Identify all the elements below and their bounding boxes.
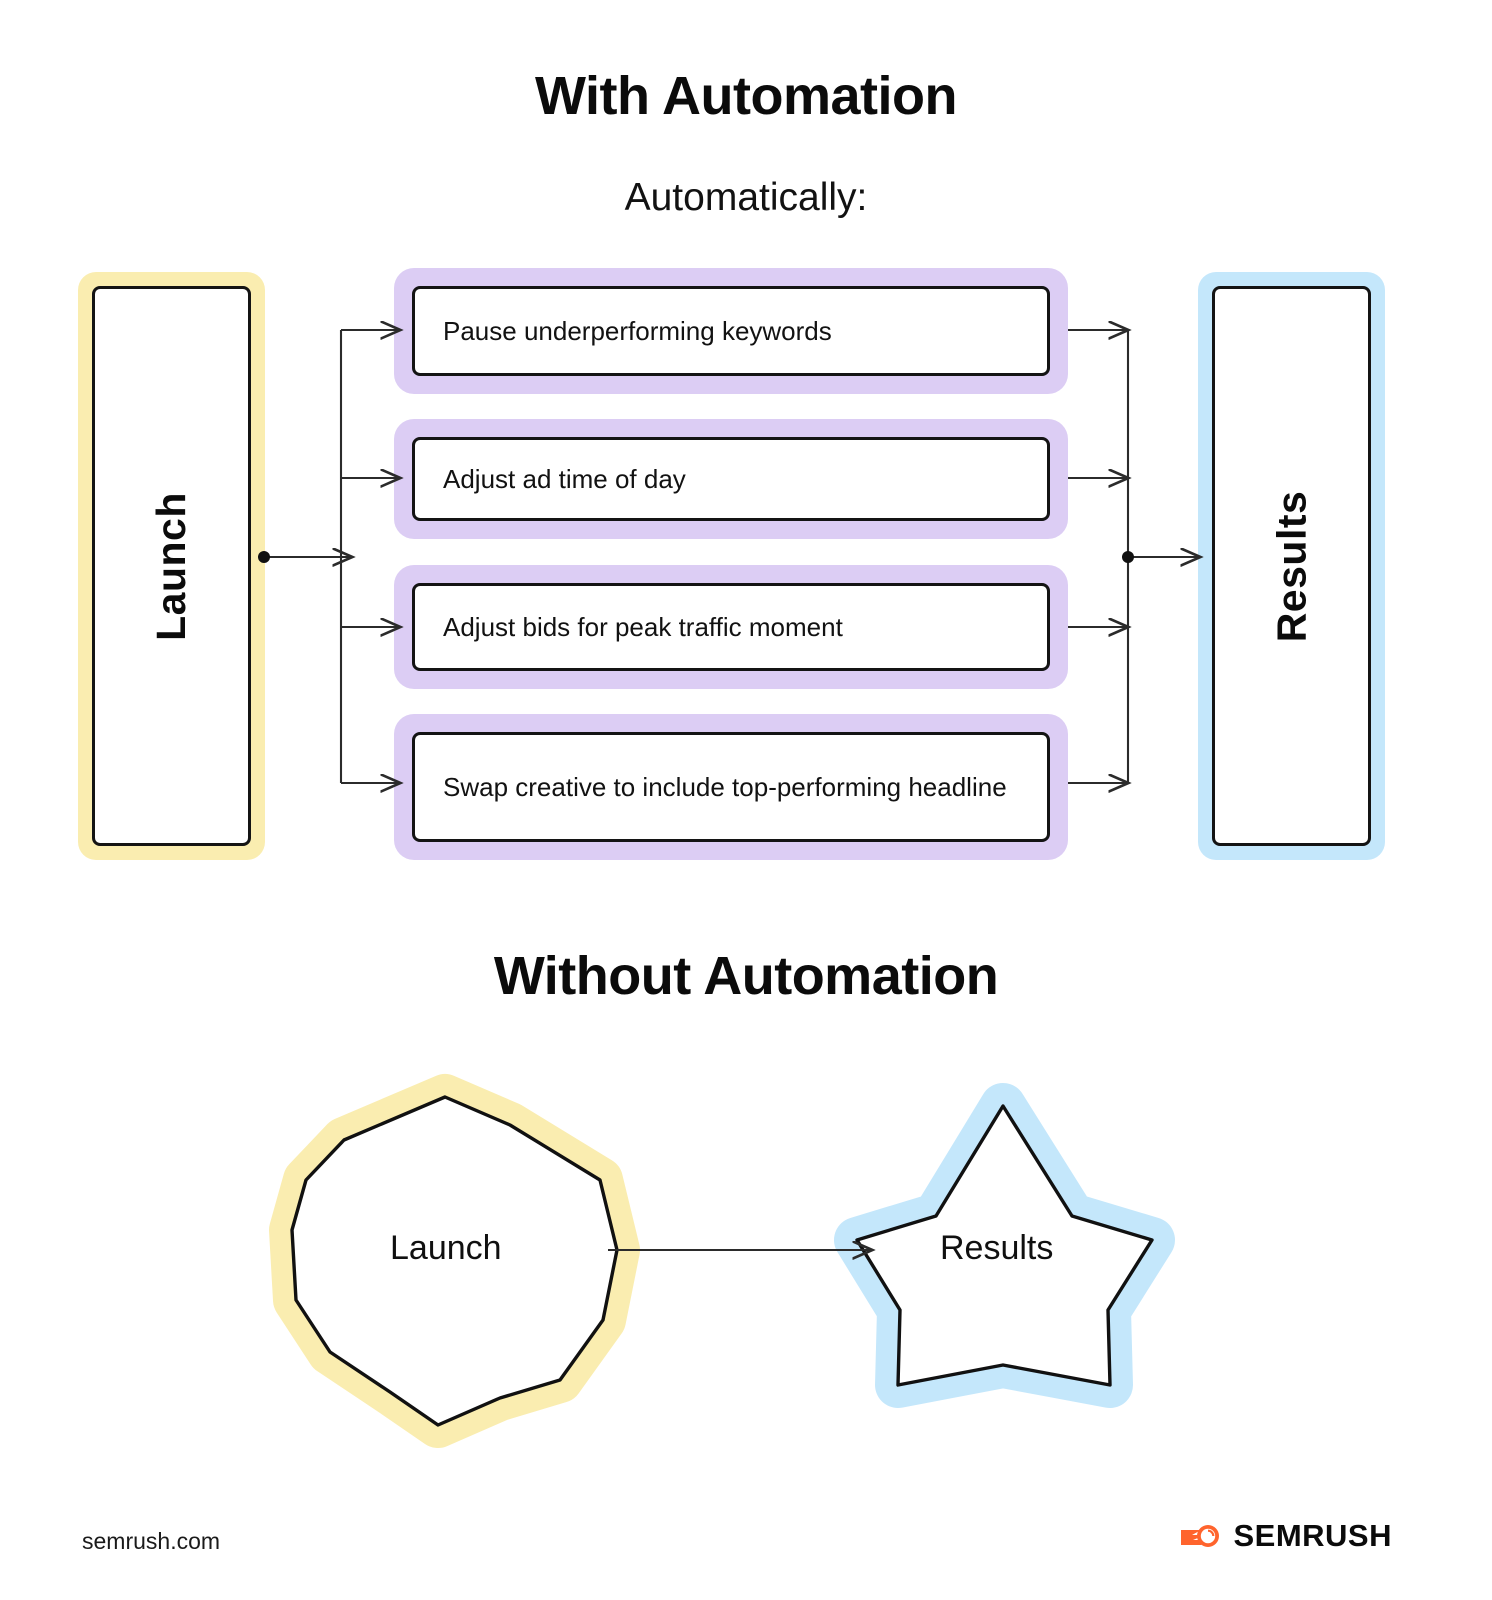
launch-node-label: Launch [147, 491, 194, 641]
semrush-brand-text: SEMRUSH [1233, 1518, 1392, 1553]
results-junction-dot [1122, 551, 1134, 563]
results-star-label: Results [940, 1229, 1054, 1267]
action-box-inner: Swap creative to include top-performing … [412, 732, 1050, 842]
launch-blob-label: Launch [390, 1229, 502, 1267]
results-node-label: Results [1267, 490, 1314, 642]
action-box-label: Adjust ad time of day [443, 463, 686, 494]
action-box-inner: Adjust ad time of day [412, 437, 1050, 521]
semrush-logo: SEMRUSH [1179, 1518, 1392, 1554]
without-automation-title: Without Automation [493, 946, 999, 1006]
action-box: Adjust ad time of day [394, 419, 1068, 539]
action-box-label: Adjust bids for peak traffic moment [443, 611, 843, 642]
action-box: Adjust bids for peak traffic moment [394, 565, 1068, 689]
semrush-comet-icon [1181, 1525, 1220, 1547]
launch-node: Launch [78, 272, 265, 860]
footer-url: semrush.com [82, 1528, 221, 1554]
action-box-inner: Adjust bids for peak traffic moment [412, 583, 1050, 671]
action-box: Swap creative to include top-performing … [394, 714, 1068, 860]
launch-node-inner: Launch [92, 286, 251, 846]
results-node: Results [1198, 272, 1385, 860]
with-automation-title: With Automation [535, 66, 957, 126]
action-box: Pause underperforming keywords [394, 268, 1068, 394]
action-box-inner: Pause underperforming keywords [412, 286, 1050, 376]
results-node-inner: Results [1212, 286, 1371, 846]
action-box-label: Pause underperforming keywords [443, 315, 832, 346]
automatically-subtitle: Automatically: [624, 176, 868, 219]
action-box-label: Swap creative to include top-performing … [443, 771, 1007, 802]
